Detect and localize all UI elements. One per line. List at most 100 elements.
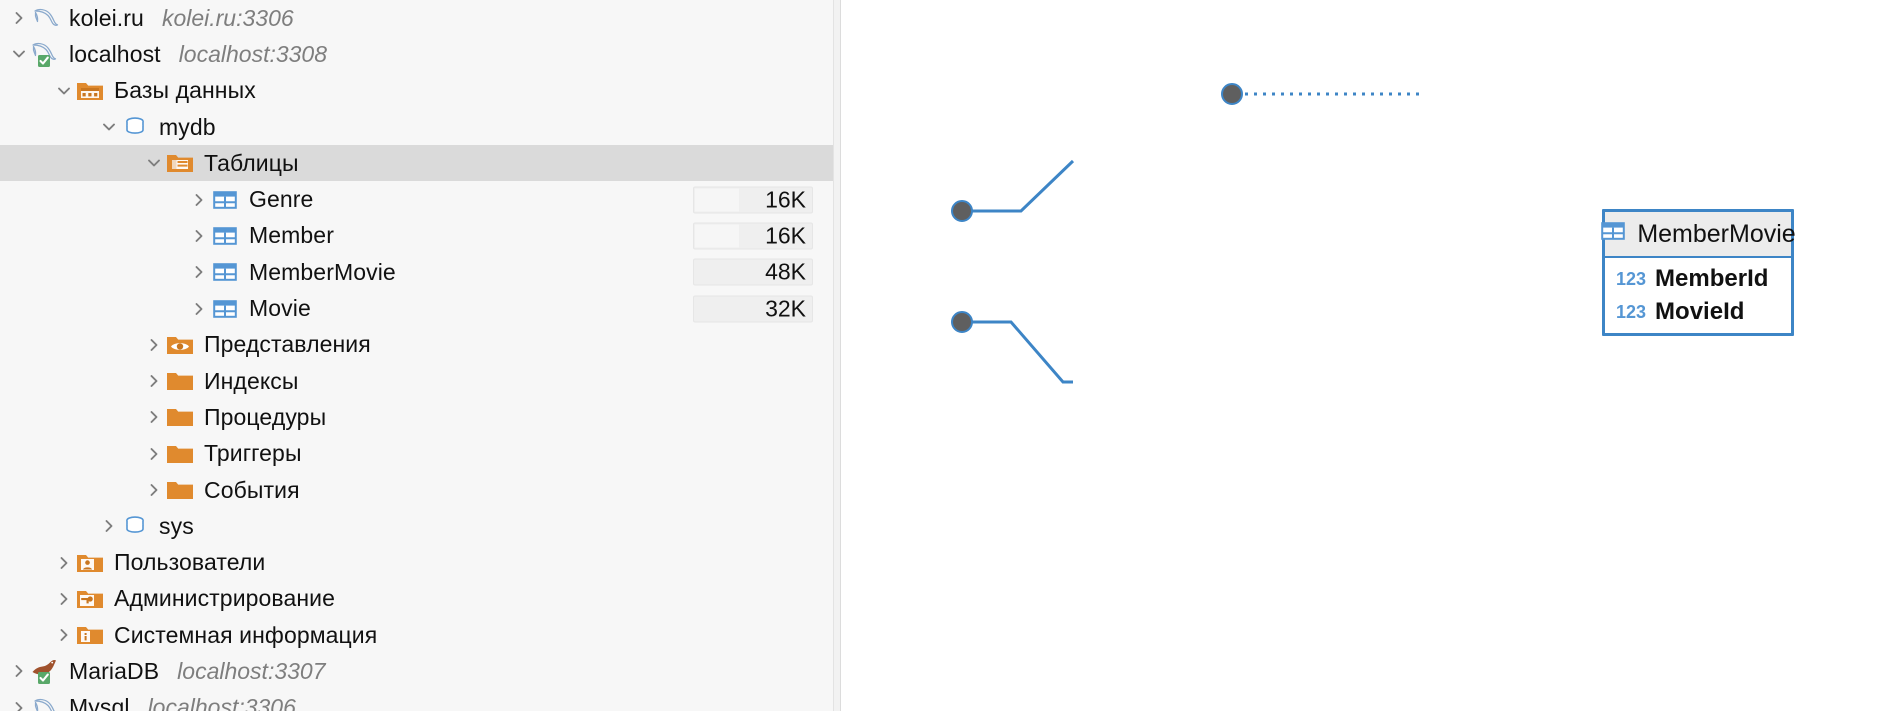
tree-node-localhost[interactable]: localhost localhost:3308 — [0, 36, 833, 72]
tree-node-host: kolei.ru:3306 — [161, 4, 294, 31]
tree-node-label: sys — [159, 512, 194, 539]
admin-folder-icon — [75, 586, 105, 612]
chevron-right-icon[interactable] — [143, 334, 165, 356]
tree-node-databases[interactable]: Базы данных — [0, 73, 833, 109]
entity-header[interactable]: MemberMovie — [1601, 212, 1796, 258]
numeric-type-icon: 123 — [1616, 302, 1647, 323]
mysql-dolphin-connected-icon — [30, 41, 60, 68]
tree-node-label: Movie — [249, 295, 311, 322]
column-name: MovieId — [1655, 298, 1745, 326]
tree-node-mydb[interactable]: mydb — [0, 109, 833, 145]
chevron-right-icon[interactable] — [53, 588, 75, 610]
views-folder-icon — [165, 332, 195, 358]
chevron-down-icon[interactable] — [8, 43, 30, 65]
entity-name: MemberMovie — [1637, 219, 1796, 248]
chevron-right-icon[interactable] — [53, 624, 75, 646]
table-icon — [1600, 220, 1626, 249]
tree-node-mysql[interactable]: Mysql localhost:3306 — [0, 690, 833, 711]
tree-node-label: MemberMovie — [249, 258, 396, 285]
tree-node-label: Процедуры — [204, 403, 327, 430]
database-icon — [120, 513, 150, 539]
er-diagram-canvas[interactable]: Movie123id123cost123diration123genreIdGe… — [841, 0, 1885, 711]
tree-node-label: Таблицы — [204, 149, 299, 176]
tree-node-movie[interactable]: Movie 32K — [0, 290, 833, 326]
relation-edges — [954, 92, 1425, 384]
table-size-badge: 16K — [693, 186, 813, 214]
tree-node-label: События — [204, 476, 300, 503]
chevron-down-icon[interactable] — [98, 116, 120, 138]
chevron-down-icon[interactable] — [143, 152, 165, 174]
tree-node-member[interactable]: Member 16K — [0, 218, 833, 254]
tree-node-tables[interactable]: Таблицы — [0, 145, 833, 182]
tree-node-sys[interactable]: sys — [0, 508, 833, 544]
chevron-right-icon[interactable] — [8, 660, 30, 682]
mysql-dolphin-icon — [30, 695, 60, 711]
table-size-badge: 32K — [693, 295, 813, 323]
tree-node-host: localhost:3308 — [178, 40, 328, 67]
column-row[interactable]: 123 MovieId — [1605, 296, 1791, 330]
chevron-down-icon[interactable] — [53, 80, 75, 102]
tree-node-label: Mysql — [69, 694, 130, 711]
relation-endpoint-membermovie-movie[interactable] — [951, 200, 973, 222]
relation-membermovie-movie[interactable] — [954, 159, 1075, 213]
table-icon — [210, 259, 240, 285]
tree-node-label: Member — [249, 222, 334, 249]
tree-node-genre[interactable]: Genre 16K — [0, 181, 833, 217]
column-row[interactable]: 123 MemberId — [1605, 262, 1791, 296]
tree-node-indexes[interactable]: Индексы — [0, 363, 833, 399]
tree-node-users[interactable]: Пользователи — [0, 544, 833, 580]
folder-icon — [165, 404, 195, 430]
chevron-right-icon[interactable] — [53, 552, 75, 574]
chevron-right-icon[interactable] — [143, 370, 165, 392]
tree-node-label: Представления — [204, 331, 371, 358]
chevron-right-icon[interactable] — [98, 515, 120, 537]
panel-splitter[interactable] — [833, 0, 841, 711]
numeric-type-icon: 123 — [1616, 268, 1647, 289]
chevron-right-icon[interactable] — [143, 443, 165, 465]
chevron-right-icon[interactable] — [188, 225, 210, 247]
tree-node-sysinfo[interactable]: Системная информация — [0, 617, 833, 653]
folder-icon — [165, 477, 195, 503]
folder-icon — [165, 368, 195, 394]
relation-endpoint-movie-genre[interactable] — [1221, 83, 1243, 105]
chevron-right-icon[interactable] — [8, 7, 30, 29]
chevron-right-icon[interactable] — [188, 261, 210, 283]
mariadb-connected-icon — [30, 658, 60, 685]
chevron-right-icon[interactable] — [143, 479, 165, 501]
table-icon — [210, 296, 240, 322]
tree-node-administration[interactable]: Администрирование — [0, 581, 833, 617]
tree-node-label: localhost — [69, 40, 161, 67]
relation-membermovie-member[interactable] — [954, 320, 1073, 384]
tree-node-procedures[interactable]: Процедуры — [0, 399, 833, 435]
chevron-right-icon[interactable] — [188, 298, 210, 320]
tree-node-label: Базы данных — [114, 77, 256, 104]
users-folder-icon — [75, 550, 105, 576]
chevron-right-icon[interactable] — [8, 697, 30, 711]
relation-endpoint-membermovie-member[interactable] — [951, 311, 973, 333]
tree-node-events[interactable]: События — [0, 472, 833, 508]
tree-node-label: Пользователи — [114, 549, 266, 576]
tree-node-host: localhost:3306 — [147, 694, 296, 711]
chevron-right-icon[interactable] — [188, 189, 210, 211]
tree-node-host: localhost:3307 — [177, 657, 326, 684]
table-icon — [210, 223, 240, 249]
database-icon — [120, 114, 150, 140]
table-size-badge: 16K — [693, 222, 813, 250]
folder-icon — [165, 441, 195, 467]
info-folder-icon — [75, 622, 105, 648]
tree-node-views[interactable]: Представления — [0, 327, 833, 363]
tree-node-label: Genre — [249, 186, 314, 213]
column-name: MemberId — [1655, 264, 1769, 292]
chevron-right-icon[interactable] — [143, 406, 165, 428]
databases-folder-icon — [75, 78, 105, 104]
tree-node-triggers[interactable]: Триггеры — [0, 436, 833, 472]
mysql-dolphin-icon — [30, 5, 60, 31]
tree-node-label: Системная информация — [114, 621, 378, 648]
tree-node-label: Индексы — [204, 367, 299, 394]
